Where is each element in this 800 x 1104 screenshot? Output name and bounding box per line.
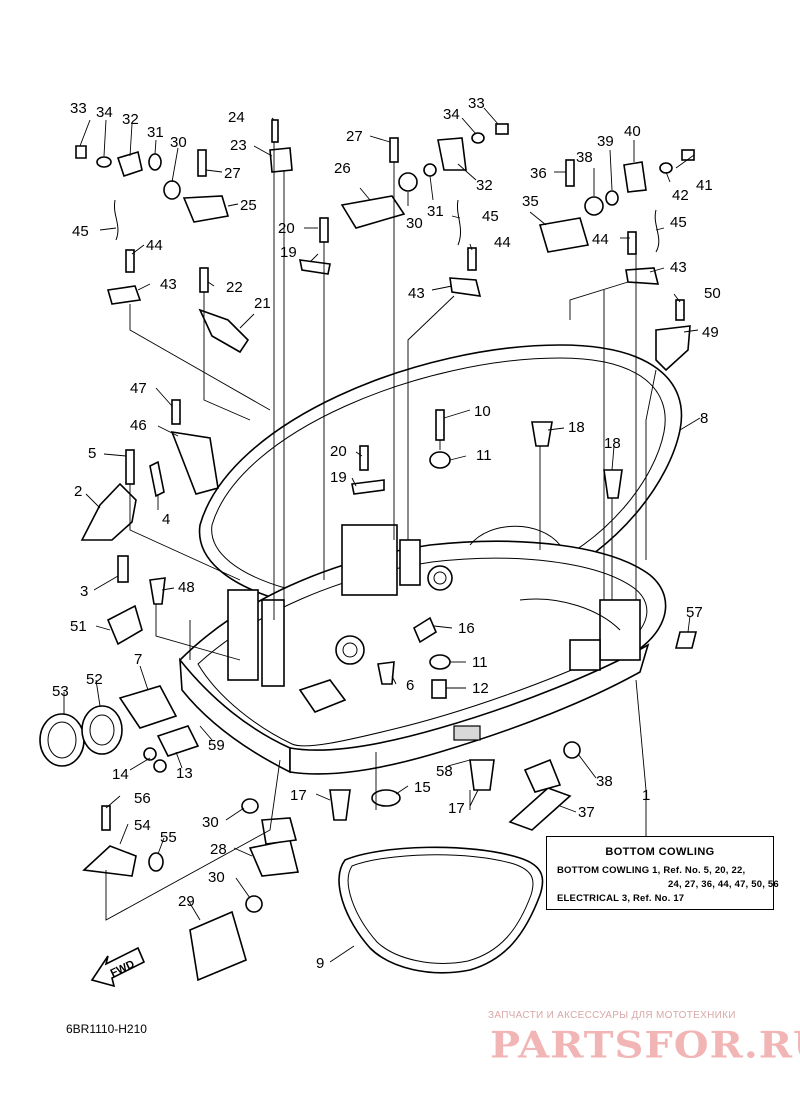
callout-27: 27 xyxy=(224,165,241,182)
callout-49: 49 xyxy=(702,324,719,341)
callout-39: 39 xyxy=(597,133,614,150)
callout-18: 18 xyxy=(568,419,585,436)
callout-7: 7 xyxy=(134,651,142,668)
callout-8: 8 xyxy=(700,410,708,427)
callout-21: 21 xyxy=(254,295,271,312)
callout-50: 50 xyxy=(704,285,721,302)
callout-32: 32 xyxy=(476,177,493,194)
callout-43: 43 xyxy=(160,276,177,293)
callout-43: 43 xyxy=(670,259,687,276)
legend-line: ELECTRICAL 3, Ref. No. 17 xyxy=(557,893,685,904)
callout-11: 11 xyxy=(476,447,492,464)
callout-45: 45 xyxy=(72,223,89,240)
callout-14: 14 xyxy=(112,766,129,783)
callout-38: 38 xyxy=(596,773,613,790)
callout-10: 10 xyxy=(474,403,491,420)
callout-44: 44 xyxy=(494,234,511,251)
callout-9: 9 xyxy=(316,955,324,972)
callout-58: 58 xyxy=(436,763,453,780)
callout-5: 5 xyxy=(88,445,96,462)
bottom-cowling-body xyxy=(179,344,683,775)
callout-46: 46 xyxy=(130,417,147,434)
callout-40: 40 xyxy=(624,123,641,140)
callout-labels: 33 34 32 31 30 27 25 24 23 27 26 30 31 3… xyxy=(52,95,721,972)
callout-48: 48 xyxy=(178,579,195,596)
callout-33: 33 xyxy=(468,95,485,112)
callout-32: 32 xyxy=(122,111,139,128)
callout-18: 18 xyxy=(604,435,621,452)
callout-24: 24 xyxy=(228,109,245,126)
leader-lines xyxy=(63,107,701,963)
callout-15: 15 xyxy=(414,779,431,796)
diagram-code: 6BR1110-H210 xyxy=(66,1022,147,1036)
callout-47: 47 xyxy=(130,380,147,397)
callout-23: 23 xyxy=(230,137,247,154)
legend-box: BOTTOM COWLING BOTTOM COWLING 1, Ref. No… xyxy=(546,836,779,910)
callout-29: 29 xyxy=(178,893,195,910)
callout-36: 36 xyxy=(530,165,547,182)
watermark-logo: PARTSFOR.RU xyxy=(490,1024,800,1067)
watermark-caption: ЗАПЧАСТИ И АКСЕССУАРЫ ДЛЯ МОТОТЕХНИКИ xyxy=(488,1010,736,1021)
callout-51: 51 xyxy=(70,618,87,635)
callout-26: 26 xyxy=(334,160,351,177)
callout-30: 30 xyxy=(202,814,219,831)
callout-30: 30 xyxy=(406,215,423,232)
legend-line: 24, 27, 36, 44, 47, 50, 56 xyxy=(668,879,779,890)
callout-19: 19 xyxy=(330,469,347,486)
callout-45: 45 xyxy=(670,214,687,231)
callout-12: 12 xyxy=(472,680,489,697)
callout-37: 37 xyxy=(578,804,595,821)
callout-28: 28 xyxy=(210,841,227,858)
callout-6: 6 xyxy=(406,677,414,694)
callout-27: 27 xyxy=(346,128,363,145)
callout-31: 31 xyxy=(427,203,444,220)
legend-line: BOTTOM COWLING 1, Ref. No. 5, 20, 22, xyxy=(557,865,746,876)
callout-38: 38 xyxy=(576,149,593,166)
callout-44: 44 xyxy=(592,231,609,248)
callout-1: 1 xyxy=(642,787,650,804)
callout-52: 52 xyxy=(86,671,103,688)
small-parts xyxy=(39,119,698,988)
callout-31: 31 xyxy=(147,124,164,141)
callout-4: 4 xyxy=(162,511,170,528)
seal-ring-9 xyxy=(338,846,544,974)
callout-13: 13 xyxy=(176,765,193,782)
callout-56: 56 xyxy=(134,790,151,807)
callout-59: 59 xyxy=(208,737,225,754)
callout-35: 35 xyxy=(522,193,539,210)
callout-41: 41 xyxy=(696,177,713,194)
callout-25: 25 xyxy=(240,197,257,214)
callout-55: 55 xyxy=(160,829,177,846)
callout-22: 22 xyxy=(226,279,243,296)
legend-title: BOTTOM COWLING xyxy=(605,846,715,858)
callout-42: 42 xyxy=(672,187,689,204)
callout-20: 20 xyxy=(330,443,347,460)
callout-57: 57 xyxy=(686,604,703,621)
callout-20: 20 xyxy=(278,220,295,237)
callout-3: 3 xyxy=(80,583,88,600)
callout-44: 44 xyxy=(146,237,163,254)
callout-53: 53 xyxy=(52,683,69,700)
callout-34: 34 xyxy=(96,104,113,121)
callout-16: 16 xyxy=(458,620,475,637)
callout-11: 11 xyxy=(472,654,488,671)
callout-45: 45 xyxy=(482,208,499,225)
callout-33: 33 xyxy=(70,100,87,117)
callout-54: 54 xyxy=(134,817,151,834)
callout-19: 19 xyxy=(280,244,297,261)
callout-30: 30 xyxy=(208,869,225,886)
callout-17: 17 xyxy=(290,787,307,804)
callout-43: 43 xyxy=(408,285,425,302)
callout-2: 2 xyxy=(74,483,82,500)
callout-17: 17 xyxy=(448,800,465,817)
callout-34: 34 xyxy=(443,106,460,123)
callout-30: 30 xyxy=(170,134,187,151)
